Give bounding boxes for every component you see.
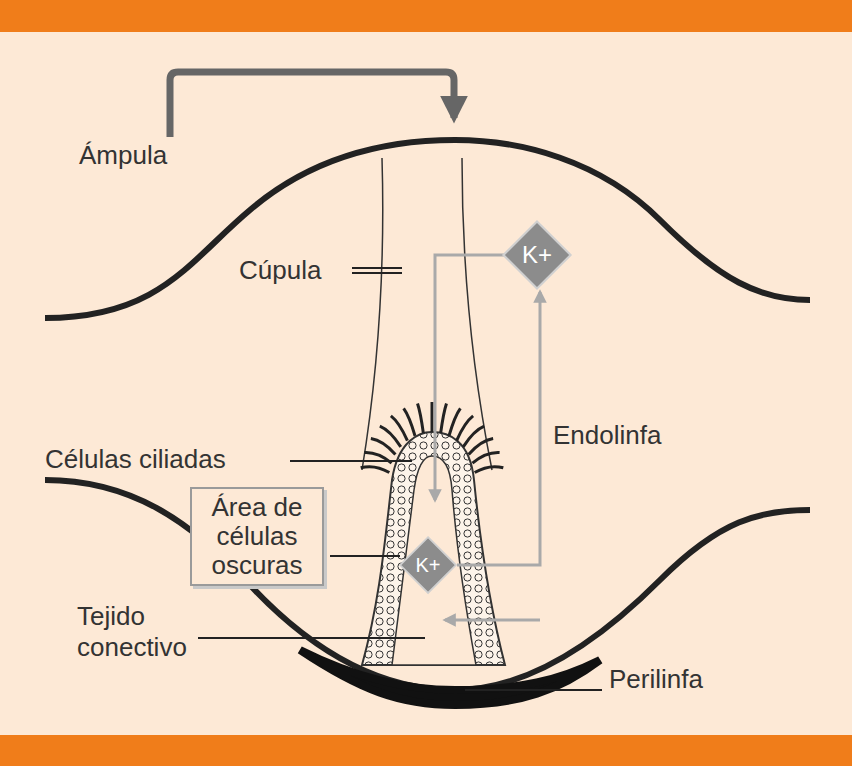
bottom-bar [0,735,852,766]
potassium-diamond: K+ [399,536,457,594]
potassium-flow-in [445,619,540,622]
ampulla-label: Ámpula [76,140,170,171]
top-bar [0,0,852,32]
potassium-flow-down [435,255,505,500]
leader-lines [190,268,602,690]
connective-tissue-label: Tejido conectivo [74,601,198,662]
ampulla-pointer-arrow [170,72,454,137]
perilymph-label: Perilinfa [606,664,706,695]
potassium-diamond: K+ [502,220,572,290]
dark-cell-area-box: Área de células oscuras [190,487,324,586]
ampulla-wall-top [45,140,810,318]
region-label: Área de células oscuras [198,493,316,580]
endolymph-label: Endolinfa [550,420,664,451]
ion-symbol: K+ [415,554,440,577]
ion-symbol: K+ [522,241,552,269]
cupula-label: Cúpula [236,255,324,286]
hair-cells-label: Células ciliadas [42,444,229,475]
potassium-flow-connector [457,292,540,565]
cupula [362,158,492,470]
